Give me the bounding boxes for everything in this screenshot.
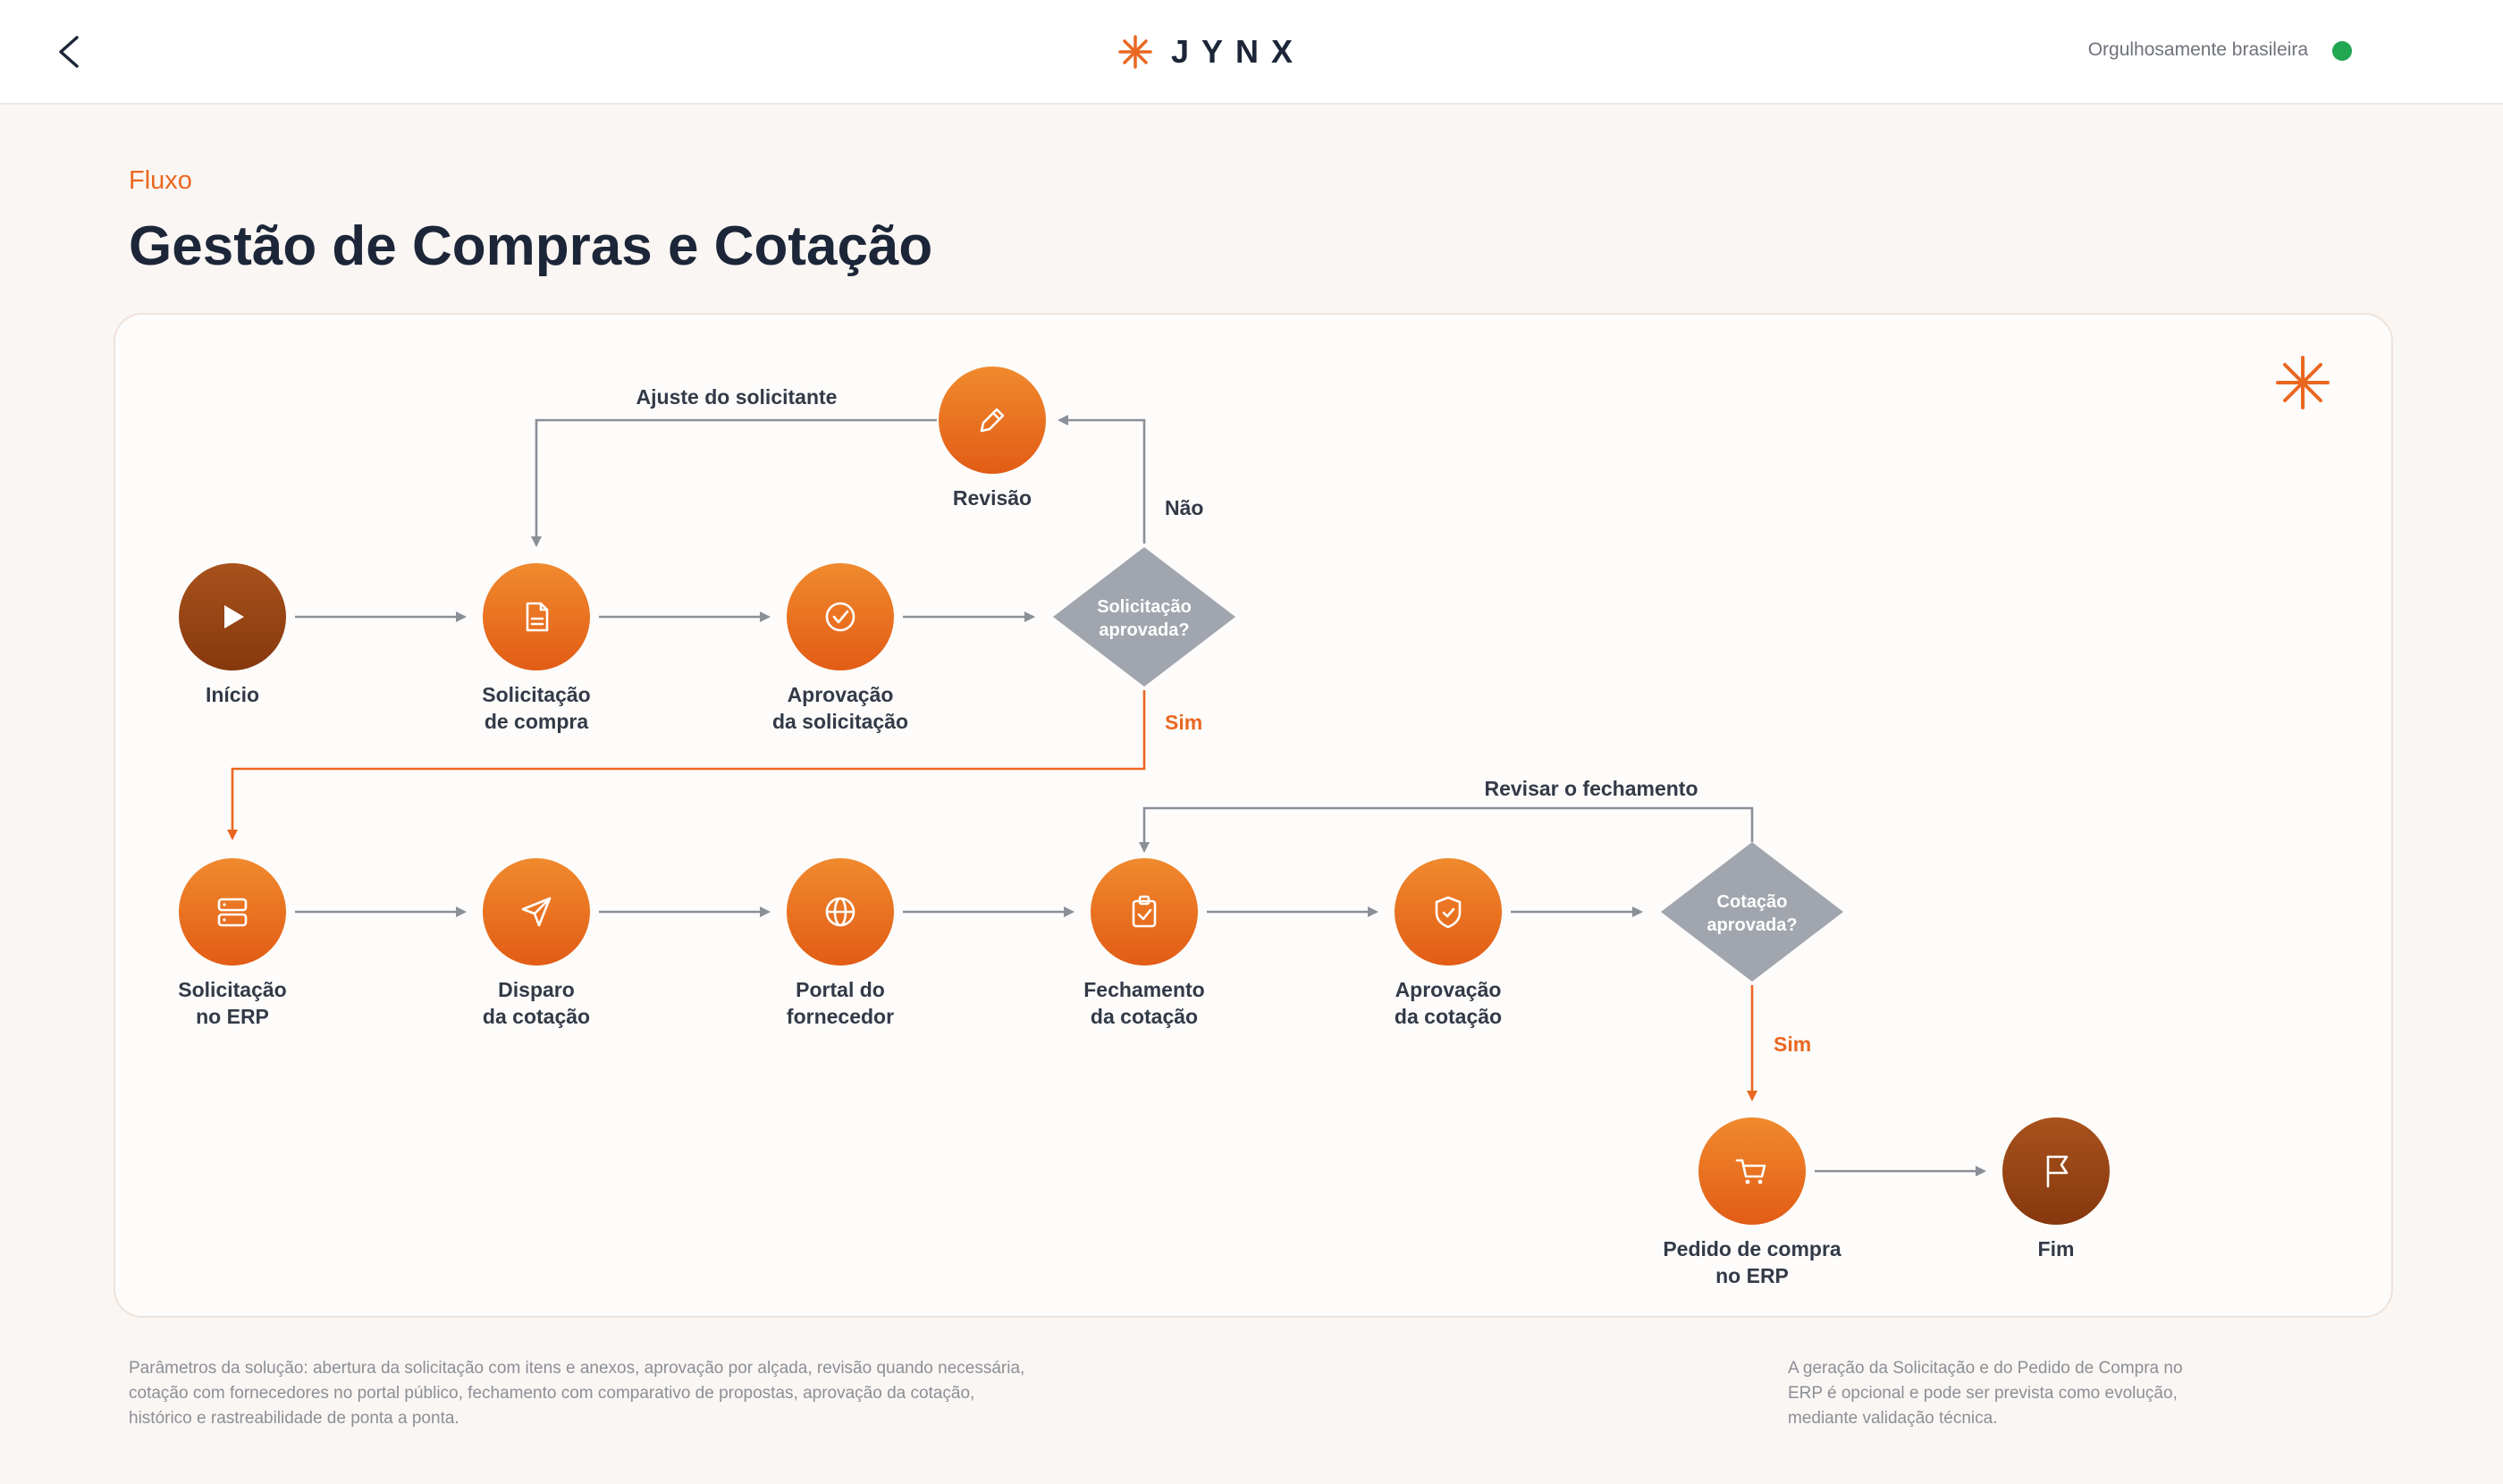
status-indicator <box>2332 41 2352 61</box>
node-label: Solicitação <box>482 683 590 706</box>
edge-label: Revisar o fechamento <box>1484 777 1698 800</box>
node-label: Fechamento <box>1083 978 1204 1001</box>
edge-label: Sim <box>1774 1033 1811 1056</box>
node-circle <box>179 858 286 965</box>
card-asterisk-icon <box>2276 356 2330 409</box>
flow-node-aprovacao-sol: Aprovação da solicitação <box>772 563 908 733</box>
cart-icon <box>1735 1159 1766 1185</box>
flow-node-portal: Portal do fornecedor <box>787 858 894 1028</box>
flow-node-pedido: Pedido de compra no ERP <box>1663 1117 1841 1287</box>
node-label: Revisão <box>953 486 1032 510</box>
tagline: Orgulhosamente brasileira <box>2087 39 2308 60</box>
chevron-left-icon <box>59 36 79 68</box>
node-label: Pedido de compra <box>1663 1237 1841 1261</box>
node-circle <box>787 563 894 670</box>
node-label: de compra <box>485 710 589 733</box>
brand-name: JYNX <box>1171 33 1306 70</box>
send-icon <box>521 897 552 927</box>
node-label: Aprovação <box>788 683 894 706</box>
asterisk-icon <box>1118 35 1152 69</box>
flow-node-erp: Solicitação no ERP <box>178 858 287 1028</box>
node-circle <box>1698 1117 1806 1225</box>
node-label: Aprovação <box>1395 978 1502 1001</box>
top-bar: JYNX Orgulhosamente brasileira <box>0 0 2503 105</box>
node-label: da cotação <box>1395 1005 1502 1028</box>
flow-node-fim: Fim <box>2002 1117 2110 1261</box>
shield-check-icon <box>1435 896 1462 929</box>
node-label: da solicitação <box>772 710 908 733</box>
node-label: Portal do <box>796 978 885 1001</box>
back-button[interactable] <box>50 32 95 72</box>
node-label: Início <box>206 683 259 706</box>
decision-label: Solicitação <box>1097 597 1192 617</box>
flow-node-inicio: Início <box>179 563 286 706</box>
decision-label: aprovada? <box>1707 915 1797 935</box>
node-circle <box>1395 858 1502 965</box>
flow-arrow-dec2-to-fechamento <box>1139 806 1754 853</box>
flow-node-solicitacao: Solicitação de compra <box>482 563 591 733</box>
node-label: Fim <box>2038 1237 2075 1261</box>
node-circle <box>2002 1117 2110 1225</box>
node-circle <box>939 367 1046 474</box>
node-circle <box>483 563 590 670</box>
solution-parameters-note: Parâmetros da solução: abertura da solic… <box>129 1359 1025 1428</box>
brand-logo[interactable]: JYNX <box>1117 27 1305 77</box>
edge-label: Não <box>1165 496 1203 519</box>
node-label: da cotação <box>483 1005 590 1028</box>
pencil-icon <box>980 408 1005 433</box>
node-label: Solicitação <box>178 978 286 1001</box>
decision-label: Cotação <box>1717 892 1788 912</box>
node-label: Disparo <box>498 978 575 1001</box>
check-circle-icon <box>825 602 855 632</box>
node-circle <box>1091 858 1198 965</box>
node-label: da cotação <box>1091 1005 1198 1028</box>
flow-arrow-dec1-to-revisao <box>1058 415 1146 544</box>
flow-node-revisao: Revisão <box>939 367 1046 510</box>
decision-label: aprovada? <box>1099 620 1189 640</box>
edge-label: Ajuste do solicitante <box>636 385 838 409</box>
server-icon <box>217 898 248 927</box>
flow-node-fechamento: Fechamento da cotação <box>1083 858 1205 1028</box>
document-icon <box>526 602 549 632</box>
flow-node-disparo: Disparo da cotação <box>483 858 590 1028</box>
section-eyebrow: Fluxo <box>129 166 192 195</box>
globe-icon <box>825 897 855 927</box>
node-label: no ERP <box>1715 1264 1789 1287</box>
erp-optional-note: A geração da Solicitação e do Pedido de … <box>1788 1359 2183 1428</box>
flow-node-dec2: Cotação aprovada? <box>1661 842 1843 982</box>
flow-node-aprovacao-cot: Aprovação da cotação <box>1395 858 1502 1028</box>
node-label: fornecedor <box>787 1005 894 1028</box>
flow-arrow-dec1-to-erp <box>227 690 1146 840</box>
edge-label: Sim <box>1165 711 1202 734</box>
flow-node-dec1: Solicitação aprovada? <box>1053 547 1235 687</box>
play-icon <box>224 605 244 628</box>
flow-arrow-revisao-to-solicitacao <box>531 418 937 547</box>
page-title: Gestão de Compras e Cotação <box>129 215 933 277</box>
node-label: no ERP <box>196 1005 269 1028</box>
decision-diamond <box>1053 547 1235 687</box>
clipboard-check-icon <box>1132 895 1157 928</box>
flag-icon <box>2046 1155 2069 1188</box>
decision-diamond <box>1661 842 1843 982</box>
